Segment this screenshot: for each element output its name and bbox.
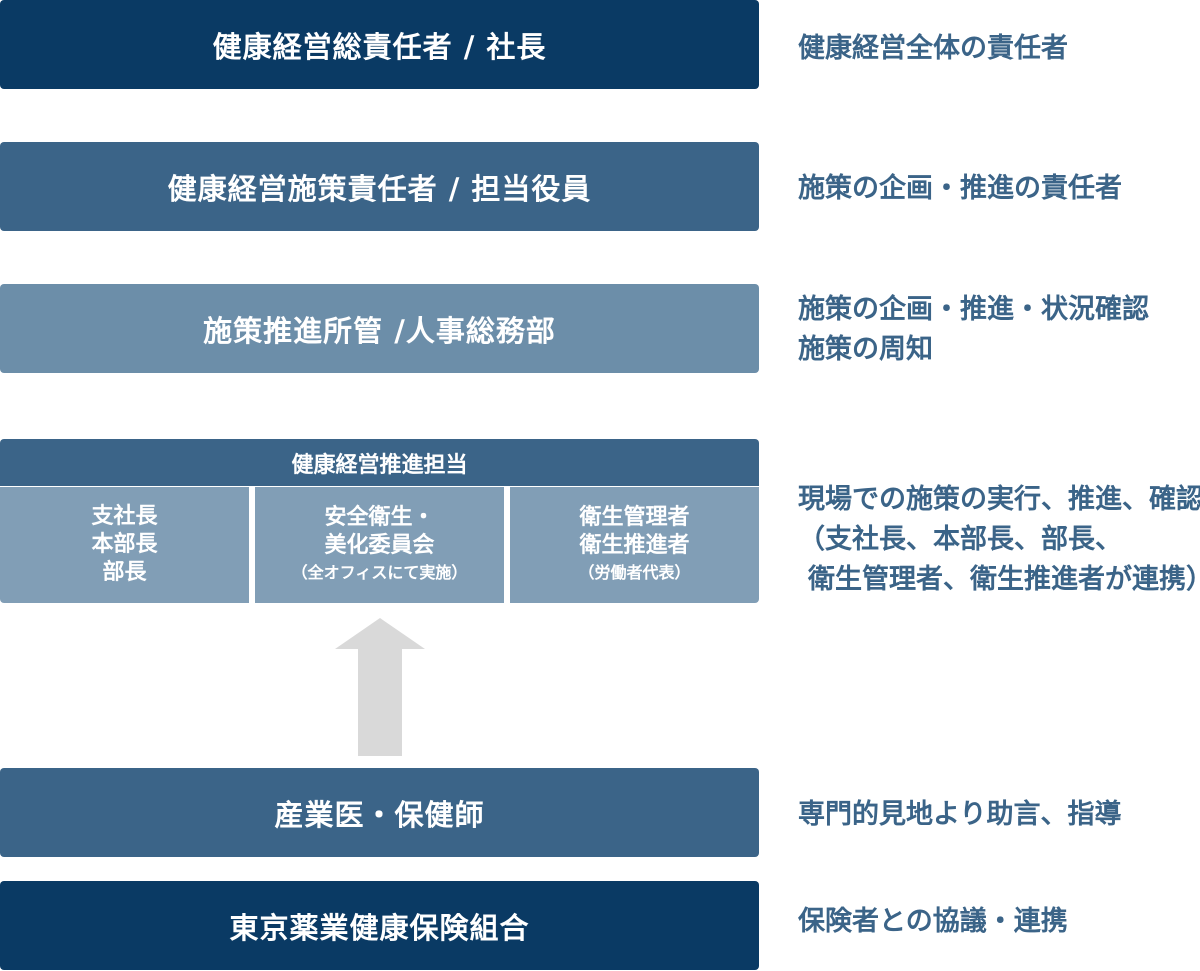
cell-line: 支社長	[91, 504, 158, 529]
medical-box: 産業医・保健師	[0, 768, 759, 857]
cell-line: 美化委員会	[324, 533, 435, 558]
cell-line: 本部長	[91, 532, 158, 557]
cell-line: 衛生管理者	[579, 505, 690, 530]
promotion-desc-line-2: （支社長、本部長、部長、	[798, 524, 1122, 555]
promotion-header: 健康経営推進担当	[0, 439, 759, 486]
insurance-desc-line: 保険者との協議・連携	[798, 906, 1068, 937]
ceo-label: 健康経営総責任者 / 社長	[212, 29, 547, 64]
promotion-header-label: 健康経営推進担当	[291, 452, 468, 478]
ceo-box: 健康経営総責任者 / 社長	[0, 0, 759, 89]
department-desc-line-1: 施策の企画・推進・状況確認	[798, 294, 1149, 325]
officer-desc-line: 施策の企画・推進の責任者	[798, 173, 1122, 204]
cell-line: 安全衛生・	[324, 505, 435, 530]
medical-description: 専門的見地より助言、指導	[798, 795, 1121, 835]
department-box: 施策推進所管 /人事総務部	[0, 284, 759, 373]
officer-box: 健康経営施策責任者 / 担当役員	[0, 142, 759, 231]
medical-desc-line: 専門的見地より助言、指導	[798, 799, 1122, 830]
promotion-description: 現場での施策の実行、推進、確認 （支社長、本部長、部長、 衛生管理者、衛生推進者…	[798, 480, 1200, 600]
promotion-desc-line-1: 現場での施策の実行、推進、確認	[798, 484, 1200, 515]
promotion-cell-safety-committee: 安全衛生・ 美化委員会 （全オフィスにて実施）	[255, 487, 504, 603]
promotion-desc-line-3: 衛生管理者、衛生推進者が連携）	[808, 564, 1200, 595]
cell-subtext: （労働者代表）	[578, 563, 691, 582]
insurance-box: 東京薬業健康保険組合	[0, 881, 759, 970]
up-arrow-shape	[335, 618, 425, 756]
officer-label: 健康経営施策責任者 / 担当役員	[167, 171, 592, 206]
department-label: 施策推進所管 /人事総務部	[203, 313, 556, 348]
department-description: 施策の企画・推進・状況確認 施策の周知	[798, 290, 1149, 370]
cell-line: 部長	[102, 560, 147, 585]
ceo-description: 健康経営全体の責任者	[798, 29, 1068, 69]
promotion-cell-managers: 支社長 本部長 部長	[0, 487, 249, 603]
medical-label: 産業医・保健師	[274, 797, 485, 832]
officer-description: 施策の企画・推進の責任者	[798, 169, 1122, 209]
up-arrow-icon	[335, 618, 425, 756]
promotion-cell-hygiene: 衛生管理者 衛生推進者 （労働者代表）	[510, 487, 759, 603]
insurance-label: 東京薬業健康保険組合	[229, 910, 530, 945]
department-desc-line-2: 施策の周知	[798, 334, 933, 365]
cell-subtext: （全オフィスにて実施）	[291, 563, 468, 582]
promotion-group: 健康経営推進担当 支社長 本部長 部長 安全衛生・ 美化委員会 （全オフィスにて…	[0, 439, 759, 603]
cell-line: 衛生推進者	[579, 533, 690, 558]
insurance-description: 保険者との協議・連携	[798, 902, 1068, 942]
ceo-desc-line: 健康経営全体の責任者	[798, 33, 1068, 64]
